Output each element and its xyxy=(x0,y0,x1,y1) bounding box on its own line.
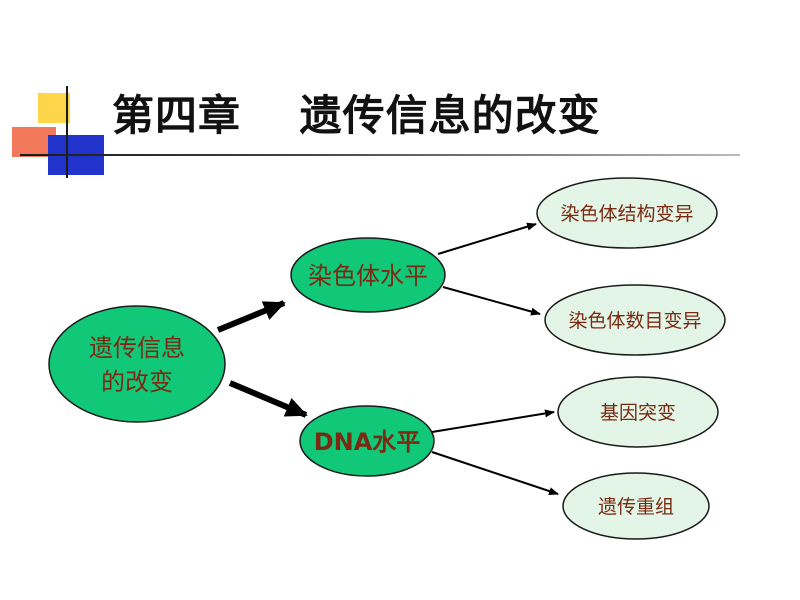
node-root-shape xyxy=(48,305,226,423)
arrow-root-to-chromosome xyxy=(216,300,286,333)
node-root-label-line2: 的改变 xyxy=(101,368,173,396)
leaf-structure-variation: 染色体结构变异 xyxy=(536,177,718,249)
decor-yellow-square xyxy=(38,93,70,123)
node-dna-level: DNA水平 xyxy=(299,405,435,477)
node-dna-level-shape xyxy=(299,405,435,477)
leaf-structure-variation-label: 染色体结构变异 xyxy=(560,203,693,225)
leaf-number-variation: 染色体数目变异 xyxy=(544,284,726,356)
leaf-genetic-recombination-label: 遗传重组 xyxy=(598,496,674,518)
node-chromosome-level: 染色体水平 xyxy=(290,237,446,313)
node-root: 遗传信息 的改变 xyxy=(48,305,226,423)
leaf-gene-mutation: 基因突变 xyxy=(557,376,719,448)
leaf-gene-mutation-shape xyxy=(557,376,719,448)
node-chromosome-level-shape xyxy=(290,237,446,313)
arrow-dna-to-mutation xyxy=(431,409,555,433)
arrow-chromosome-to-structure xyxy=(437,222,537,255)
leaf-number-variation-label: 染色体数目变异 xyxy=(568,310,701,332)
node-dna-level-label: DNA水平 xyxy=(314,428,421,456)
leaf-genetic-recombination-shape xyxy=(562,472,710,540)
node-root-label-line1: 遗传信息 xyxy=(89,334,185,362)
arrow-dna-to-recombination xyxy=(431,451,559,495)
title-underline xyxy=(20,154,740,156)
slide-title: 第四章 遗传信息的改变 xyxy=(112,91,601,140)
decor-vertical-line xyxy=(66,86,68,178)
leaf-gene-mutation-label: 基因突变 xyxy=(600,402,676,424)
node-chromosome-level-label: 染色体水平 xyxy=(308,262,428,290)
leaf-number-variation-shape xyxy=(544,284,726,356)
arrow-root-to-dna xyxy=(228,380,308,418)
leaf-genetic-recombination: 遗传重组 xyxy=(562,472,710,540)
leaf-structure-variation-shape xyxy=(536,177,718,249)
arrow-chromosome-to-number xyxy=(442,286,541,316)
